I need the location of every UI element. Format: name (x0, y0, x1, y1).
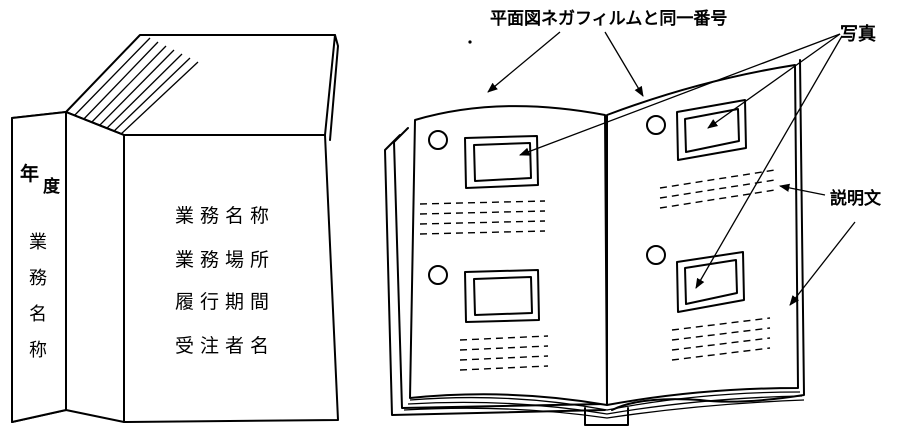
album-page-edge-3 (403, 399, 805, 419)
binding-hole (646, 115, 666, 135)
binder-page-edges (71, 37, 199, 136)
photo-leader-upper (707, 33, 841, 129)
description-lines (659, 169, 776, 209)
spine-char-4: 称 (29, 340, 47, 361)
photo-leader-left (519, 33, 841, 156)
description-lines (459, 335, 549, 371)
negative-leader-left (487, 31, 561, 93)
spine-char-3: 名 (29, 304, 47, 325)
binder-cover (123, 134, 339, 423)
photo-frame (676, 251, 745, 313)
album-back-page-right (611, 59, 805, 411)
cover-line-project-name: 業 務 名 称 (175, 205, 269, 227)
photo-leader-lower (695, 35, 843, 289)
stray-dot (468, 40, 472, 44)
description-leader-upper (778, 183, 826, 196)
label-description: 説明文 (830, 188, 882, 209)
cover-line-contractor: 受 注 者 名 (175, 335, 269, 357)
cover-line-period: 履 行 期 間 (175, 291, 269, 313)
binder-illustration: 年 度 業 務 名 称 業 務 名 称 業 務 場 所 履 行 期 間 受 注 … (11, 34, 339, 423)
binding-hole (646, 245, 666, 265)
spine-year-label: 年 (20, 162, 39, 185)
binder-top-stack (65, 34, 336, 136)
binder-spine (11, 111, 67, 423)
binding-hole (428, 265, 448, 285)
description-lines (419, 200, 546, 235)
cover-line-project-location: 業 務 場 所 (175, 249, 269, 271)
album-illustration: 平面図ネガフィルムと同一番号 写真 説明文 (384, 9, 882, 426)
photo-frame (464, 269, 540, 323)
negative-leader-right (604, 31, 644, 97)
spine-year-label-2: 度 (43, 176, 61, 197)
label-photo: 写真 (840, 23, 876, 45)
binder-side-edge (329, 34, 339, 141)
binding-hole (428, 130, 448, 150)
photo-frame (676, 99, 747, 161)
album-page-edge-2 (407, 395, 803, 415)
spine-char-2: 務 (29, 268, 47, 289)
album-page-edge-1 (409, 391, 801, 411)
spine-char-1: 業 (29, 232, 47, 253)
label-negative-number: 平面図ネガフィルムと同一番号 (490, 9, 727, 29)
photo-frame (464, 135, 539, 189)
description-lines (671, 317, 771, 361)
album-bottom-tab (584, 407, 629, 426)
binder-spine-fold (65, 111, 125, 136)
description-leader-lower (789, 221, 856, 306)
